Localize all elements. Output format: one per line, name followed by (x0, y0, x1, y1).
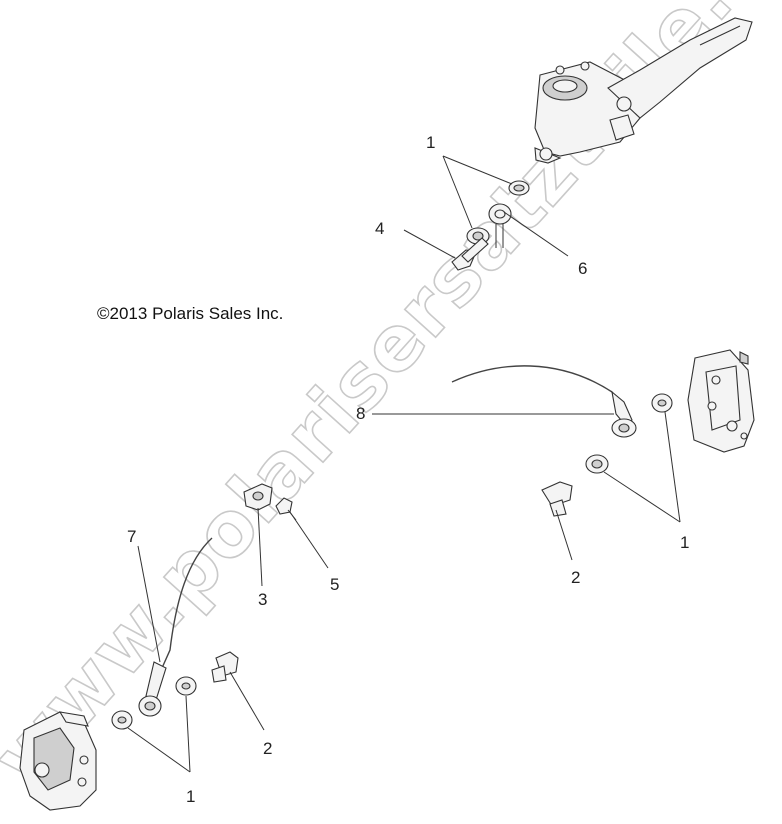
callout-left-washers: 1 (186, 787, 195, 806)
top-washer-upper (508, 180, 530, 196)
master-cylinder-lever (534, 17, 753, 164)
right-banjo-bolt (541, 481, 573, 517)
right-washer-inner (585, 454, 609, 474)
callout-right-bolt: 2 (571, 568, 580, 587)
top-banjo-bolt (451, 237, 489, 271)
callout-clip: 3 (258, 590, 267, 609)
callout-top-washers: 1 (426, 133, 435, 152)
left-washer-inner (111, 710, 133, 730)
front-brake-hose (161, 537, 213, 669)
callout-left-bolt: 2 (263, 739, 272, 758)
right-caliper (687, 349, 755, 453)
rear-hose-banjo (611, 390, 637, 438)
rear-brake-hose (451, 365, 621, 403)
left-banjo-bolt (211, 651, 239, 683)
copyright-notice: ©2013 Polaris Sales Inc. (97, 304, 283, 323)
callout-left-hose: 7 (127, 527, 136, 546)
callout-right-washers: 1 (680, 533, 689, 552)
hose-clip (243, 483, 273, 511)
left-caliper (19, 711, 97, 811)
right-washer-outer (651, 393, 673, 413)
callout-rear-hose: 8 (356, 404, 365, 423)
top-banjo-fitting (488, 203, 512, 248)
left-hose-banjo (138, 661, 167, 717)
left-washer-outer (175, 676, 197, 696)
callout-top-fitting: 6 (578, 259, 587, 278)
callout-top-bolt: 4 (375, 219, 384, 238)
callout-clip-screw: 5 (330, 575, 339, 594)
